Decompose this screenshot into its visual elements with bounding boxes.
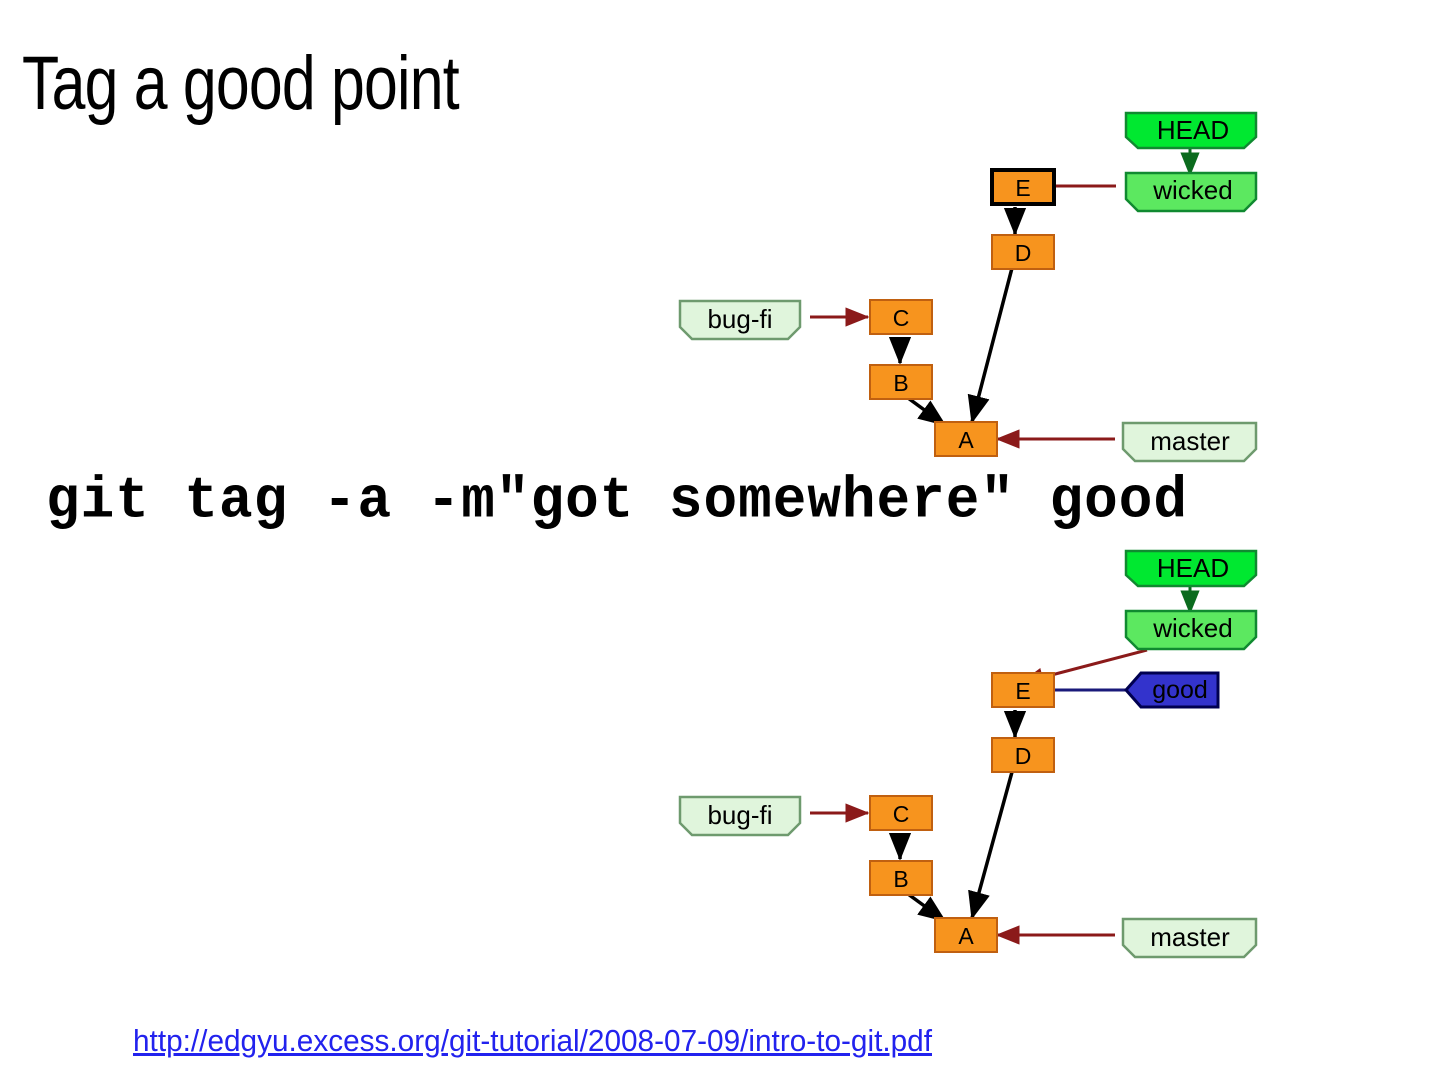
ref-tag-good[interactable]: good (1123, 671, 1220, 709)
commit-node-C-label: C (893, 801, 910, 827)
page-title: Tag a good point (22, 41, 460, 126)
ref-tag-master-label: master (1150, 922, 1230, 952)
ref-tag-wicked-label: wicked (1152, 175, 1232, 205)
ref-tag-bugfi-label: bug-fi (707, 304, 772, 334)
commit-node-A[interactable]: A (934, 917, 998, 953)
ref-tag-head-label: HEAD (1157, 115, 1229, 145)
ref-tag-wicked[interactable]: wicked (1124, 609, 1258, 651)
ref-tag-bugfi[interactable]: bug-fi (678, 795, 802, 837)
commit-node-A-label: A (958, 923, 974, 949)
commit-node-B[interactable]: B (869, 364, 933, 400)
edge-D-to-A (968, 771, 1014, 920)
commit-node-E[interactable]: E (991, 672, 1055, 708)
git-graph-before: E D C B A HEAD wicked bug-fi (660, 95, 1280, 475)
commit-node-D[interactable]: D (991, 234, 1055, 270)
commit-node-E-label: E (1015, 678, 1030, 704)
source-url-link[interactable]: http://edgyu.excess.org/git-tutorial/200… (133, 1023, 933, 1058)
ref-tag-master[interactable]: master (1121, 917, 1258, 959)
commit-node-D-label: D (1015, 240, 1032, 266)
git-graph-after: E D C B A HEAD wicked good (660, 530, 1280, 970)
commit-node-B-label: B (893, 866, 908, 892)
edge-D-to-A (967, 267, 1014, 424)
ref-tag-master[interactable]: master (1121, 421, 1258, 463)
ref-tag-bugfi-label: bug-fi (707, 800, 772, 830)
commit-node-E[interactable]: E (990, 168, 1056, 206)
ref-tag-master-label: master (1150, 426, 1230, 456)
ref-tag-head[interactable]: HEAD (1124, 549, 1258, 588)
ref-tag-head[interactable]: HEAD (1124, 111, 1258, 150)
git-command-text: git tag -a -m"got somewhere" good (46, 467, 1188, 535)
commit-node-E-label: E (1015, 175, 1030, 201)
ref-tag-head-label: HEAD (1157, 553, 1229, 583)
edge-B-to-A (906, 396, 947, 427)
edge-B-to-A (906, 892, 947, 923)
commit-node-A-label: A (958, 427, 974, 453)
commit-node-C-label: C (893, 305, 910, 331)
commit-node-D-label: D (1015, 743, 1032, 769)
commit-node-A[interactable]: A (934, 421, 998, 457)
ref-tag-good-label: good (1152, 676, 1208, 704)
ref-tag-wicked[interactable]: wicked (1124, 171, 1258, 213)
ref-tag-wicked-label: wicked (1152, 613, 1232, 643)
commit-node-C[interactable]: C (869, 795, 933, 831)
commit-node-B-label: B (893, 370, 908, 396)
ref-tag-bugfi[interactable]: bug-fi (678, 299, 802, 341)
commit-node-C[interactable]: C (869, 299, 933, 335)
commit-node-D[interactable]: D (991, 737, 1055, 773)
commit-node-B[interactable]: B (869, 860, 933, 896)
